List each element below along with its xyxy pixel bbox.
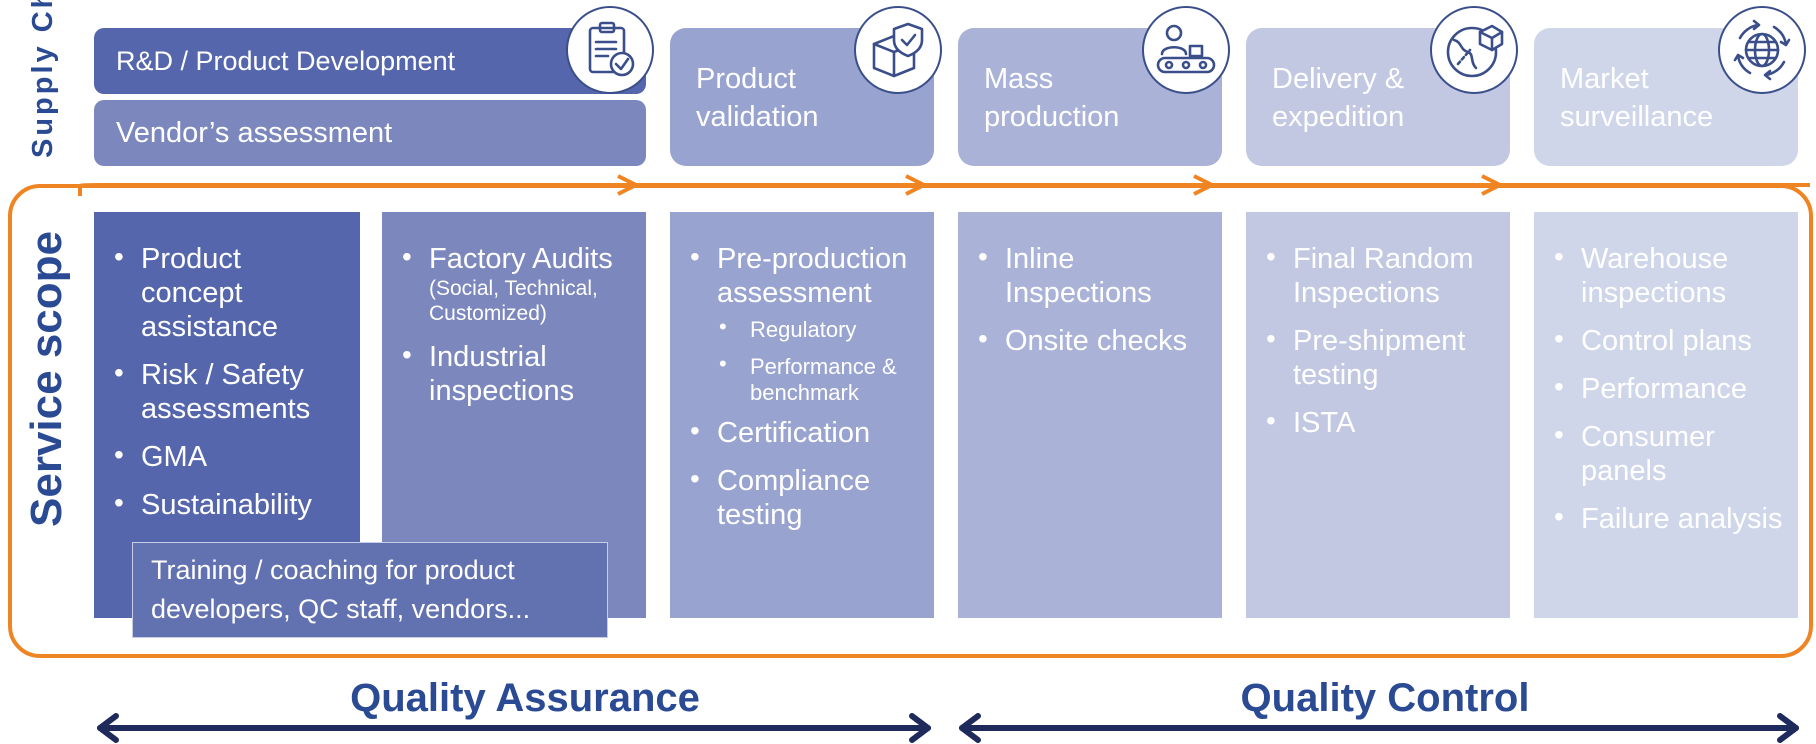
list-item: Performance [1548,370,1788,406]
list-item: Sustainability [108,486,350,522]
conveyor-worker-icon [1142,6,1230,94]
list-item: Warehouse inspections [1548,240,1788,310]
list-item: Pre-production assessment Regulatory Per… [684,240,924,406]
sub-list-item: Regulatory [717,313,924,344]
stage-rd: R&D / Product Development [94,28,646,94]
quality-control-arrow [959,713,1799,743]
training-box: Training / coaching for product develope… [132,542,608,638]
list-item-label: Factory Audits [429,243,613,275]
quality-control-label: Quality Control [1240,676,1530,720]
list-item: Failure analysis [1548,500,1788,536]
quality-assurance-label: Quality Assurance [350,676,700,720]
list-item: Industrial inspections [396,338,636,408]
list-item: Factory Audits (Social, Technical, Custo… [396,240,636,326]
stage-rd-label: R&D / Product Development [116,46,456,76]
stage-mass-label: Mass production [984,63,1120,133]
list-item: Risk / Safety assessments [108,356,350,426]
list-item: Inline Inspections [972,240,1212,310]
list-item: Certification [684,414,924,450]
service-scope-frame [8,184,1813,658]
quality-assurance-arrow [97,713,931,743]
service-column-6: Warehouse inspections Control plans Perf… [1534,212,1798,618]
globe-cycle-icon [1718,6,1806,94]
list-item: GMA [108,438,350,474]
list-item: Product concept assistance [108,240,350,344]
stage-market-label: Market surveillance [1560,63,1714,133]
stage-vendor-label: Vendor’s assessment [116,117,393,149]
list-item: ISTA [1260,404,1500,440]
sub-list-item: Performance & benchmark [717,351,924,406]
quality-arrows [97,713,1799,743]
service-column-3: Pre-production assessment Regulatory Per… [670,212,934,618]
list-item: Control plans [1548,322,1788,358]
shield-box-icon [854,6,942,94]
globe-box-icon [1430,6,1518,94]
list-item: Pre-shipment testing [1260,322,1500,392]
list-item: Onsite checks [972,322,1212,358]
service-column-4: Inline Inspections Onsite checks [958,212,1222,618]
list-item: Compliance testing [684,462,924,532]
list-item-sub: (Social, Technical, Customized) [429,277,598,325]
stage-delivery-label: Delivery & expedition [1272,63,1405,133]
clipboard-check-icon [566,6,654,94]
list-item: Final Random Inspections [1260,240,1500,310]
list-item: Consumer panels [1548,418,1788,488]
service-column-5: Final Random Inspections Pre-shipment te… [1246,212,1510,618]
stage-vendor: Vendor’s assessment [94,100,646,166]
stage-validation-label: Product validation [696,63,819,133]
training-text: Training / coaching for product develope… [151,555,531,624]
supply-chain-label: Supply Chain [27,0,59,158]
list-item-label: Pre-production assessment [717,243,908,309]
